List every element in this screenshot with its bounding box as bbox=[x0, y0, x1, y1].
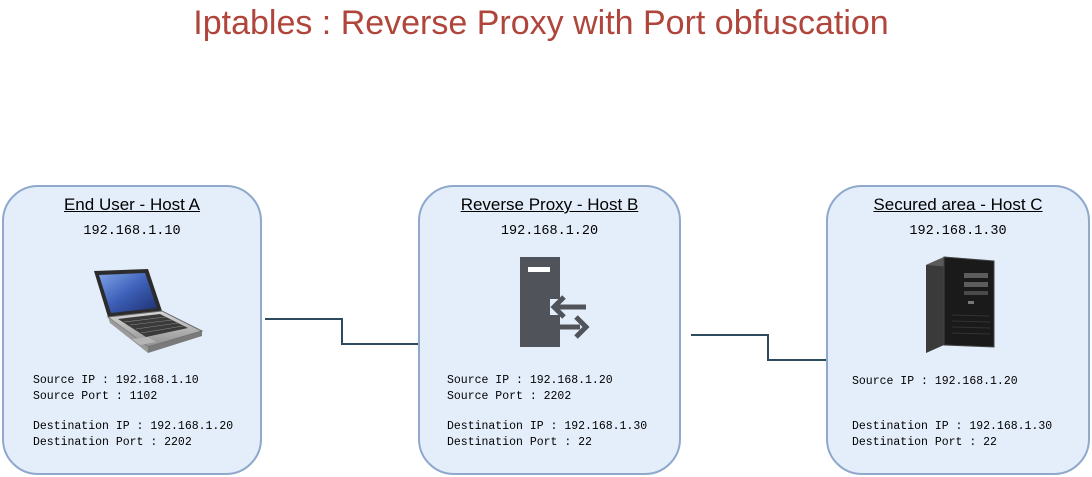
proxy-server-icon bbox=[520, 257, 590, 347]
info-line: Destination IP : 192.168.1.20 bbox=[33, 420, 234, 433]
host-b-title: Reverse Proxy - Host B bbox=[460, 195, 639, 214]
info-line: Source Port : 1102 bbox=[33, 390, 158, 403]
host-b-info-destination: Destination IP : 192.168.1.30 Destinatio… bbox=[447, 419, 647, 451]
info-line: Destination IP : 192.168.1.30 bbox=[447, 420, 648, 433]
info-line: Source Port : 2202 bbox=[447, 390, 572, 403]
host-c-info-source: Source IP : 192.168.1.20 bbox=[852, 374, 1018, 390]
host-a-title: End User - Host A bbox=[63, 195, 201, 214]
tower-server-icon bbox=[926, 256, 995, 353]
info-line: Source IP : 192.168.1.10 bbox=[33, 374, 199, 387]
host-a-info-destination: Destination IP : 192.168.1.20 Destinatio… bbox=[33, 419, 233, 451]
host-c-title: Secured area - Host C bbox=[873, 195, 1043, 214]
host-a-box: End User - Host A 192.168.1.10 bbox=[2, 185, 262, 475]
host-c-ip: 192.168.1.30 bbox=[909, 224, 1007, 239]
info-line: Source IP : 192.168.1.20 bbox=[447, 374, 613, 387]
connector-a-b bbox=[265, 318, 420, 345]
info-line: Source IP : 192.168.1.20 bbox=[852, 375, 1018, 388]
info-line: Destination Port : 22 bbox=[852, 436, 997, 449]
host-b-info-source: Source IP : 192.168.1.20 Source Port : 2… bbox=[447, 373, 613, 405]
diagram-title: Iptables : Reverse Proxy with Port obfus… bbox=[193, 4, 889, 42]
host-c-box: Secured area - Host C 192.168.1.30 Sourc… bbox=[826, 185, 1090, 475]
connector-b-c bbox=[691, 334, 828, 361]
info-line: Destination Port : 22 bbox=[447, 436, 592, 449]
host-b-box: Reverse Proxy - Host B 192.168.1.20 Sour… bbox=[418, 185, 681, 475]
host-b-ip: 192.168.1.20 bbox=[500, 224, 599, 239]
host-c-info-destination: Destination IP : 192.168.1.30 Destinatio… bbox=[852, 419, 1052, 451]
host-a-ip: 192.168.1.10 bbox=[83, 224, 181, 239]
info-line: Destination IP : 192.168.1.30 bbox=[852, 420, 1053, 433]
info-line: Destination Port : 2202 bbox=[33, 436, 192, 449]
host-a-info-source: Source IP : 192.168.1.10 Source Port : 1… bbox=[33, 373, 199, 405]
laptop-icon bbox=[94, 269, 204, 353]
